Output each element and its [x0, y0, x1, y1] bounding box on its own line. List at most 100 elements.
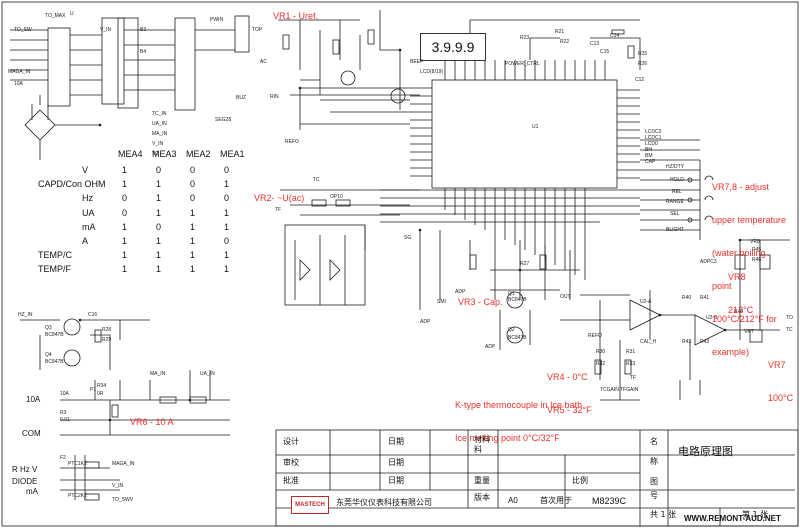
lcd-cap-label: BM	[645, 153, 653, 159]
switch-rel-label: REL	[672, 189, 682, 195]
table-cell: 1	[224, 250, 230, 261]
net-label: R22	[560, 39, 570, 45]
transistor-q5	[340, 70, 356, 86]
beep-label: BEEP	[410, 59, 424, 65]
net-label: U2-A	[640, 299, 652, 305]
tb-weight: 重量	[474, 476, 490, 485]
diode-bridge	[24, 109, 56, 141]
lcd-display-value: 3.9.9.9	[431, 39, 475, 55]
net-label: V_IN	[112, 483, 124, 489]
net-label: TO_MAX	[45, 13, 66, 19]
terminal-ma: mA	[26, 487, 38, 496]
net-label: U	[70, 11, 74, 17]
switch-hold-label: HOLD	[670, 177, 684, 183]
transistor-q1	[506, 291, 524, 309]
tb-material2: 料	[474, 445, 482, 454]
connector-block-a	[47, 27, 71, 107]
table-cell: 1	[156, 179, 162, 190]
transistor-q6	[390, 88, 406, 104]
switch-hzdty-label: HZ/DTY	[666, 164, 685, 170]
net-label: PTC1K2	[68, 461, 87, 467]
table-cell: 0	[122, 207, 128, 218]
net-label: TFGAIN	[620, 387, 639, 393]
tb-check: 审校	[283, 458, 299, 467]
net-label: VR8	[750, 239, 760, 245]
table-cell: 1	[190, 250, 196, 261]
table-row-label: TEMP/C	[38, 250, 73, 261]
watermark: WWW.REMONT-AUD.NET	[684, 514, 781, 523]
net-label: HZ_IN	[18, 312, 33, 318]
table-cell: 0	[224, 193, 230, 204]
annotation-vr78-line5: 100°C/212°F for	[712, 314, 777, 324]
net-label: V_IN	[100, 27, 112, 33]
net-label: ADP	[455, 289, 466, 295]
table-cell: 1	[156, 207, 162, 218]
net-label: R34	[97, 383, 107, 389]
tb-drawing-no: 图	[650, 477, 658, 486]
net-label: C16	[88, 312, 98, 318]
switch-sel-label: SEL	[670, 211, 680, 217]
lcd-cap-label: LCD0	[645, 141, 658, 147]
net-label: BC847B	[508, 297, 527, 303]
tb-date3: 日期	[388, 476, 404, 485]
net-label: SEG28	[215, 117, 232, 123]
table-cell: 1	[122, 250, 128, 261]
annotation-vr7-line1: VR7	[768, 360, 786, 370]
terminal-10a: 10A	[26, 395, 41, 404]
annotation-vr78-line3: (water boiling	[712, 248, 766, 258]
connector-block-b	[101, 17, 125, 105]
tb-material: 材料	[474, 435, 490, 444]
net-label: ADP	[420, 319, 431, 325]
net-label: 10A	[14, 81, 23, 87]
annotation-vr78-line4: point	[712, 281, 732, 291]
title-block-frame	[275, 429, 799, 527]
net-label: VR7	[744, 329, 754, 335]
net-label: Q1	[508, 291, 515, 297]
tb-approve: 批准	[283, 476, 299, 485]
net-label: R46	[752, 257, 762, 263]
annotation-vr4-line: VR4 - 0°C	[547, 372, 588, 382]
annotation-vr7: VR7 100°C	[768, 338, 793, 426]
net-label: TF	[630, 375, 637, 381]
net-label: ADP	[485, 344, 496, 350]
lcd-cap-label: BH	[645, 147, 652, 153]
net-label: BUZ	[236, 95, 246, 101]
ic-name-label: LCD(8/19)	[420, 69, 444, 75]
table-row-label: TEMP/F	[38, 264, 71, 275]
net-label: U2-B	[706, 315, 718, 321]
annotation-vr8-line2: 212°C	[728, 305, 754, 315]
table-cell: 1	[190, 264, 196, 275]
table-row-label: CAPD/Con OHM	[38, 179, 106, 190]
ac-converter-block	[284, 224, 366, 306]
terminal-r-hz-v: R Hz V	[12, 465, 38, 474]
table-row-label: mA	[82, 221, 96, 232]
net-label: OUT	[560, 294, 571, 300]
net-label: REFO	[588, 333, 602, 339]
net-label: R3	[60, 410, 67, 416]
net-label: R45	[752, 247, 762, 253]
tb-date2: 日期	[388, 458, 404, 467]
net-label: MAGA_IN	[8, 69, 31, 75]
net-label: TF	[275, 207, 282, 213]
net-label: SMI	[437, 299, 446, 305]
net-label: R40	[682, 295, 692, 301]
net-label: 10A	[60, 391, 69, 397]
tb-sheet-total: 共 1 张	[650, 510, 677, 519]
net-label: R27	[520, 261, 530, 267]
table-cell: 1	[156, 264, 162, 275]
connector-block-e	[234, 15, 250, 53]
table-header-mea4: MEA4	[118, 149, 143, 159]
table-cell: 1	[190, 221, 196, 232]
net-label: PWIN	[210, 17, 224, 23]
lcd-display: 3.9.9.9	[420, 33, 486, 61]
annotation-vr5-line: VR5 - 32°F	[547, 405, 592, 415]
net-label: TC	[313, 177, 320, 183]
lcd-cap-label: LCDC1	[645, 135, 662, 141]
net-label: R33	[626, 361, 636, 367]
annotation-vr2: VR2- ~U(ac)	[254, 193, 305, 203]
net-label: C13	[590, 41, 600, 47]
tb-company: 东莞华仪仪表科技有限公司	[336, 498, 432, 507]
table-cell: 1	[122, 236, 128, 246]
net-label: TO_SW	[14, 27, 32, 33]
net-label: 0R	[97, 391, 104, 397]
